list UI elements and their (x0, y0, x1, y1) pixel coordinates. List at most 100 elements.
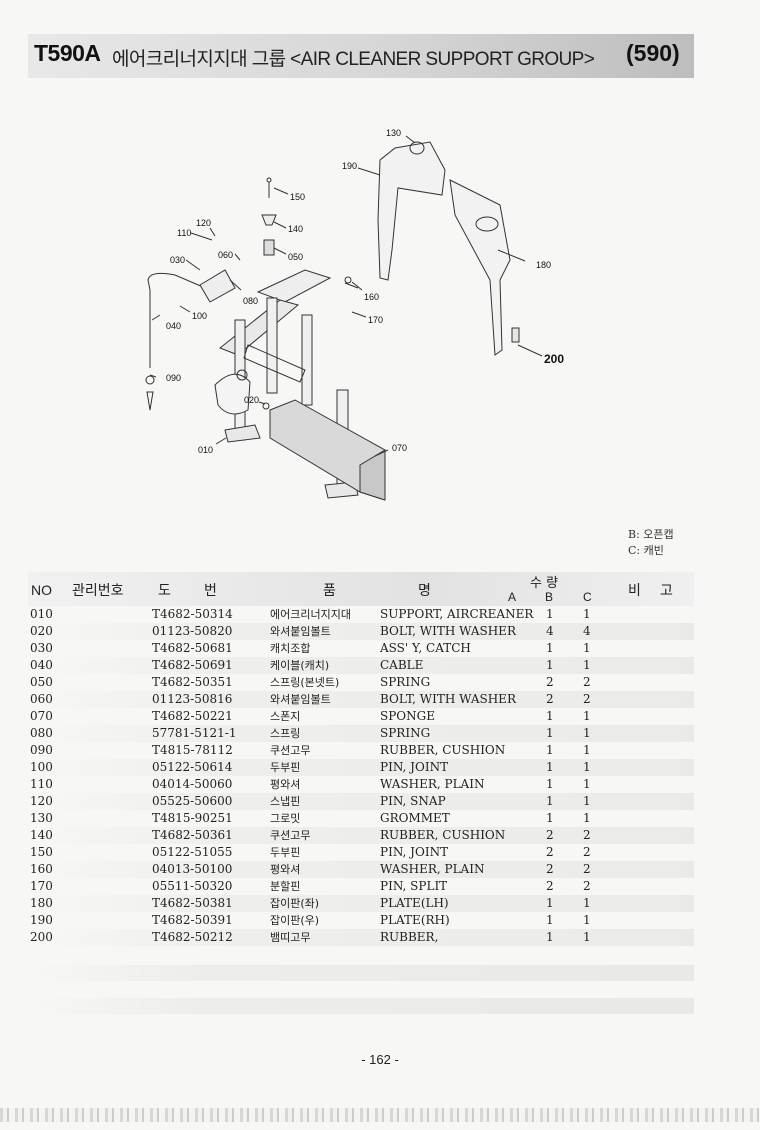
plate-rh-drawing (377, 141, 446, 281)
part-name-korean: 와셔붙임볼트 (270, 625, 331, 638)
part-item-number: 150 (30, 845, 53, 859)
part-qty-c: 2 (583, 692, 591, 706)
callout-030: 030 (170, 255, 185, 265)
part-name-korean: 케이블(캐치) (270, 659, 330, 672)
cable-drawing (147, 272, 211, 291)
plate-lh-drawing (449, 179, 511, 356)
callout-120: 120 (196, 218, 211, 228)
empty-row-band (28, 998, 694, 1014)
part-qty-b: 1 (546, 709, 554, 723)
part-qty-b: 2 (546, 845, 554, 859)
part-item-number: 110 (30, 777, 53, 791)
part-name-english: GROMMET (380, 811, 450, 825)
part-qty-c: 1 (583, 607, 591, 621)
part-qty-c: 2 (583, 862, 591, 876)
header-drawing-1: 도 (158, 583, 171, 599)
part-name-english: PLATE(RH) (380, 913, 450, 927)
part-item-number: 060 (30, 692, 53, 706)
part-drawing-number: T4682-50381 (152, 896, 233, 910)
part-item-number: 200 (30, 930, 53, 944)
part-name-english: WASHER, PLAIN (380, 862, 485, 876)
part-name-english: SUPPORT, AIRCREANER (380, 607, 534, 621)
part-qty-c: 1 (583, 726, 591, 740)
header-bar (28, 34, 694, 78)
part-item-number: 160 (30, 862, 53, 876)
part-drawing-number: 01123-50820 (152, 624, 233, 638)
part-item-number: 120 (30, 794, 53, 808)
part-qty-c: 2 (583, 845, 591, 859)
callout-110: 110 (177, 228, 191, 238)
part-qty-b: 1 (546, 641, 554, 655)
part-name-english: SPONGE (380, 709, 435, 723)
part-qty-c: 1 (583, 658, 591, 672)
part-item-number: 080 (30, 726, 53, 740)
part-name-english: CABLE (380, 658, 424, 672)
part-item-number: 030 (30, 641, 53, 655)
callout-080: 080 (243, 296, 258, 306)
header-qty-c: C (583, 590, 592, 604)
part-qty-c: 2 (583, 879, 591, 893)
scan-edge-strip (0, 1108, 760, 1122)
header-remarks-1: 비 (628, 583, 641, 599)
legend-c: C: 캐빈 (628, 544, 664, 557)
model-code: T590A (34, 40, 101, 66)
callout-160: 160 (364, 292, 379, 302)
part-item-number: 070 (30, 709, 53, 723)
part-name-korean: 뱀띠고무 (270, 931, 311, 944)
part-drawing-number: T4682-50691 (152, 658, 233, 672)
callout-050: 050 (288, 252, 303, 262)
part-item-number: 180 (30, 896, 53, 910)
quantity-legend: B: 오픈캡 C: 캐빈 (628, 527, 674, 559)
part-name-english: RUBBER, CUSHION (380, 743, 506, 757)
part-qty-b: 2 (546, 828, 554, 842)
header-name-1: 품 (323, 583, 336, 599)
part-qty-c: 1 (583, 743, 591, 757)
part-name-english: BOLT, WITH WASHER (380, 692, 516, 706)
part-qty-b: 4 (546, 624, 554, 638)
part-name-korean: 평와셔 (270, 778, 301, 791)
part-name-english: BOLT, WITH WASHER (380, 624, 516, 638)
part-qty-b: 1 (546, 726, 554, 740)
part-name-english: SPRING (380, 726, 431, 740)
part-drawing-number: T4815-90251 (152, 811, 233, 825)
part-drawing-number: 05122-50614 (152, 760, 233, 774)
part-qty-b: 2 (546, 692, 554, 706)
part-item-number: 040 (30, 658, 53, 672)
part-qty-c: 2 (583, 675, 591, 689)
callout-060: 060 (218, 250, 233, 260)
part-name-korean: 스냅핀 (270, 795, 301, 808)
part-qty-c: 1 (583, 913, 591, 927)
header-no: NO (31, 582, 52, 598)
part-item-number: 190 (30, 913, 53, 927)
part-name-korean: 그로밋 (270, 812, 301, 825)
rubber-200-drawing (511, 327, 520, 343)
part-item-number: 050 (30, 675, 53, 689)
header-drawing-2: 번 (204, 583, 217, 599)
part-qty-c: 4 (583, 624, 591, 638)
callout-140: 140 (288, 224, 303, 234)
part-name-korean: 스폰지 (270, 710, 301, 723)
callout-170: 170 (368, 315, 383, 325)
header-remarks-2: 고 (660, 583, 673, 599)
part-name-korean: 평와셔 (270, 863, 301, 876)
callout-040: 040 (166, 321, 181, 331)
part-qty-b: 2 (546, 675, 554, 689)
part-name-english: SPRING (380, 675, 431, 689)
part-drawing-number: T4682-50221 (152, 709, 233, 723)
part-name-korean: 두부핀 (270, 846, 301, 859)
part-qty-b: 1 (546, 777, 554, 791)
part-qty-b: 1 (546, 811, 554, 825)
part-drawing-number: 04014-50060 (152, 777, 233, 791)
